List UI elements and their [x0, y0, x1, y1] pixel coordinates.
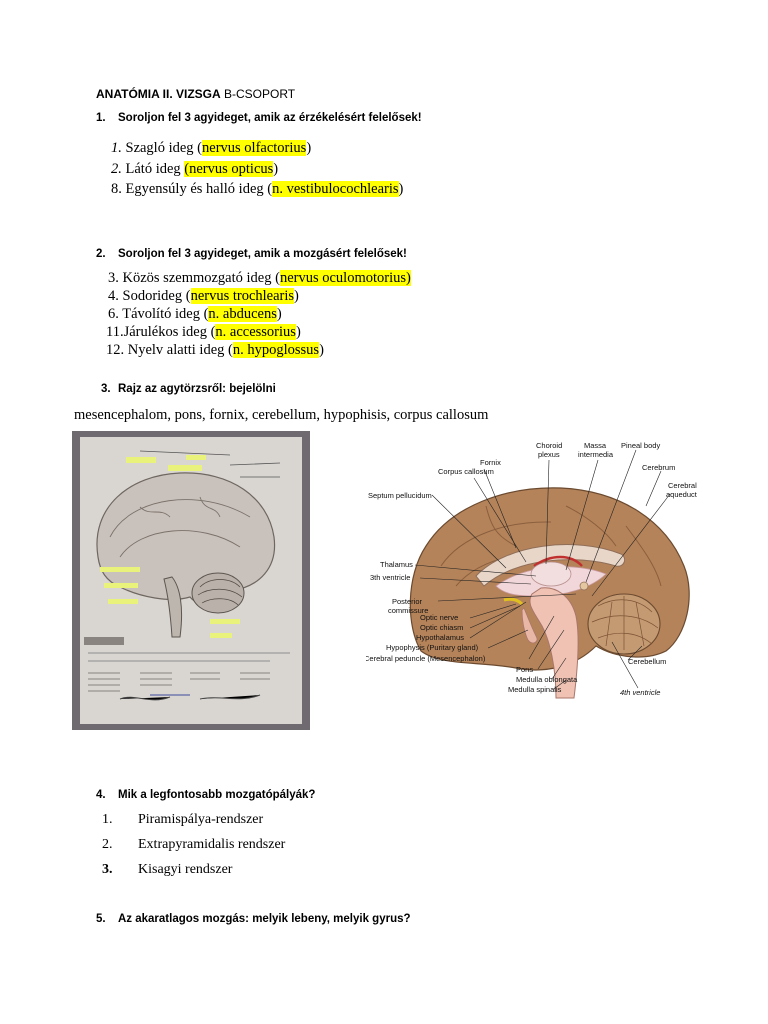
cerebellum-folia [591, 596, 659, 650]
label-commissure: commissure [388, 606, 428, 615]
q2-item-5: 12. Nyelv alatti ideg (n. hypoglossus) [106, 342, 324, 358]
label-septum-pellucidum: Septum pellucidum [368, 491, 432, 500]
label-4th-ventricle: 4th ventricle [620, 688, 660, 697]
label-intermedia: intermedia [578, 450, 614, 459]
photo-paper [80, 437, 302, 724]
label-pineal-body: Pineal body [621, 441, 660, 450]
q1-item-3: 8. Egyensúly és halló ideg (n. vestibulo… [111, 181, 404, 197]
label-choroid: Choroid [536, 441, 562, 450]
question-3: 3.Rajz az agytörzsről: bejelölni [101, 383, 276, 395]
corpus-callosum-shape [475, 544, 626, 587]
question-2: 2.Soroljon fel 3 agyideget, amik a mozgá… [96, 248, 407, 260]
textbook-photo [72, 431, 310, 730]
q2-item-3: 6. Távolító ideg (n. abducens) [108, 306, 282, 322]
page-title: ANATÓMIA II. VIZSGA B-CSOPORT [96, 87, 295, 101]
label-thalamus: Thalamus [380, 560, 413, 569]
pineal-shape [579, 581, 589, 591]
label-pons: Pons [516, 665, 533, 674]
label-cerebrum: Cerebrum [642, 463, 675, 472]
q2-item-1: 3. Közös szemmozgató ideg (nervus oculom… [108, 270, 411, 286]
label-medulla-spinalis: Medulla spinalis [508, 685, 562, 694]
label-fornix: Fornix [480, 458, 501, 467]
leader-lines [414, 449, 671, 690]
label-optic-nerve: Optic nerve [420, 613, 458, 622]
choroid-plexus-shape [533, 555, 583, 567]
q1-item-1: 1. Szagló ideg (nervus olfactorius) [111, 140, 312, 156]
label-cerebral-peduncle: Cerebral peduncle (Mesencephalon) [366, 654, 486, 663]
photo-brain-drawing [84, 450, 290, 701]
label-hypophysis: Hypophysis (Puritary gland) [386, 643, 479, 652]
q2-item-2: 4. Sodorideg (nervus trochlearis) [108, 288, 299, 304]
hypophysis-shape [521, 607, 538, 644]
title-rest: B-CSOPORT [220, 87, 296, 101]
question-5: 5.Az akaratlagos mozgás: melyik lebeny, … [96, 913, 411, 925]
label-cerebral: Cerebral [668, 481, 697, 490]
q2-item-4: 11.Járulékos ideg (n. accessorius) [106, 324, 301, 340]
q3-subtitle: mesencephalom, pons, fornix, cerebellum,… [74, 407, 489, 423]
question-1: 1.Soroljon fel 3 agyideget, amik az érzé… [96, 112, 422, 124]
brainstem-shape [529, 587, 579, 699]
label-hypothalamus: Hypothalamus [416, 633, 464, 642]
label-optic-chiasm: Optic chiasm [420, 623, 463, 632]
question-4: 4.Mik a legfontosabb mozgatópályák? [96, 789, 316, 801]
title-bold: ANATÓMIA II. VIZSGA [96, 87, 221, 101]
optic-nerve-shape [503, 597, 524, 606]
label-medulla-oblongata: Medulla oblongata [516, 675, 578, 684]
label-massa: Massa [584, 441, 607, 450]
label-corpus-callosum: Corpus callosum [438, 467, 494, 476]
q1-item-2: 2. Látó ideg (nervus opticus) [111, 161, 279, 177]
thalamus-shape [530, 561, 572, 587]
label-3th-ventricle: 3th ventricle [370, 573, 410, 582]
label-posterior: Posterior [392, 597, 423, 606]
label-cerebellum: Cerebellum [628, 657, 666, 666]
label-plexus: plexus [538, 450, 560, 459]
label-aqueduct: aqueduct [666, 490, 698, 499]
brain-diagram: Choroid plexus Massa intermedia Pineal b… [366, 441, 698, 699]
